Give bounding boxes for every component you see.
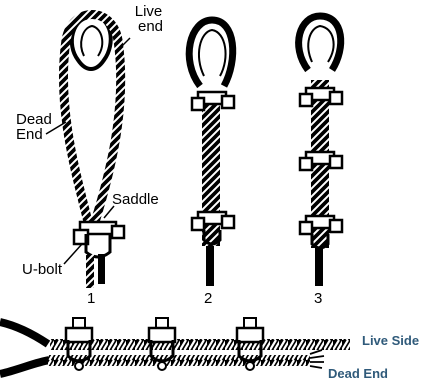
u-bolt-label: U-bolt (22, 262, 62, 277)
live-side-label: Live Side (362, 333, 419, 348)
figure-number-2: 2 (204, 290, 212, 307)
figure-number-1: 1 (87, 290, 95, 307)
figure-1-rope-loop (63, 15, 124, 289)
dead-end-side-label: Dead End (328, 366, 388, 381)
figure-number-3: 3 (314, 290, 322, 307)
live-end-label-line2: end (138, 19, 163, 34)
dead-end-label: Dead End (16, 112, 52, 142)
dead-end-label-line2: End (16, 127, 52, 142)
saddle-label: Saddle (112, 192, 159, 207)
dead-end-label-line1: Dead (16, 112, 52, 127)
horizontal-clipped-ropes (0, 318, 350, 374)
figure-2-rope-two-clips (189, 20, 234, 286)
figure-3-rope-three-clips (299, 16, 342, 286)
live-end-label: Live end (134, 4, 163, 34)
live-end-label-line1: Live (134, 4, 163, 19)
